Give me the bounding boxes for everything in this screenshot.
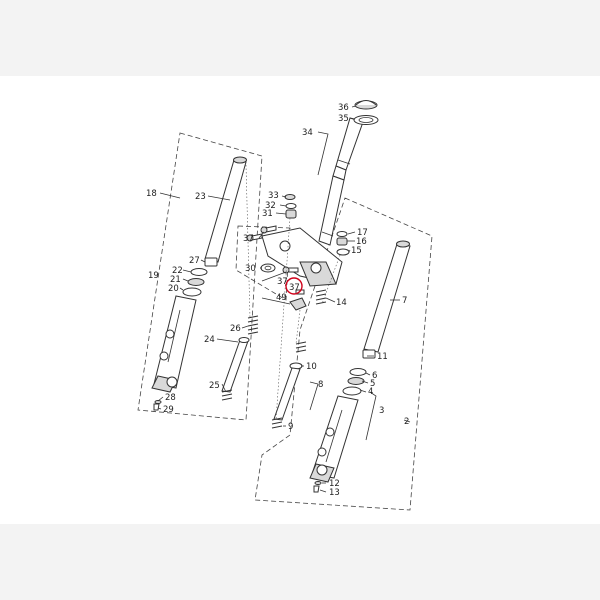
callout-2: 2 xyxy=(404,417,409,427)
callout-36: 36 xyxy=(338,103,349,113)
callout-22: 22 xyxy=(172,266,183,276)
callout-4: 4 xyxy=(368,387,373,397)
stem-bearing xyxy=(353,115,379,125)
callout-20: 20 xyxy=(168,284,179,294)
callout-37-upper: 37 xyxy=(243,234,254,244)
left-fork-group-outline xyxy=(137,132,263,421)
callout-34: 34 xyxy=(302,128,313,138)
callout-9: 9 xyxy=(288,422,293,432)
callout-37-highlighted: 37 xyxy=(289,283,300,293)
callout-18: 18 xyxy=(146,189,157,199)
highlight-circle xyxy=(285,277,303,295)
under-bracket xyxy=(261,227,343,287)
right-drain-bolt xyxy=(313,481,322,493)
callout-29: 29 xyxy=(163,405,174,415)
callout-28: 28 xyxy=(165,393,176,403)
stem-nut xyxy=(354,100,378,110)
right-inner-tube xyxy=(363,240,411,353)
steering-stem xyxy=(318,117,364,246)
callout-16: 16 xyxy=(356,237,367,247)
callout-7: 7 xyxy=(402,296,407,306)
callout-6: 6 xyxy=(372,371,377,381)
assembly-lines xyxy=(245,164,341,421)
left-damper-assembly xyxy=(221,315,259,401)
callout-8: 8 xyxy=(318,380,323,390)
left-inner-small-parts xyxy=(182,257,218,297)
right-damper-assembly xyxy=(271,341,307,429)
leader-lines xyxy=(157,105,411,493)
left-drain-bolt xyxy=(153,400,162,411)
callout-3: 3 xyxy=(379,406,384,416)
callout-13: 13 xyxy=(329,488,340,498)
callout-5: 5 xyxy=(370,379,375,389)
callout-12: 12 xyxy=(329,479,340,489)
left-outer-tube xyxy=(151,295,197,393)
callout-37-middle: 37 xyxy=(277,277,288,287)
callout-labels: 36 35 34 33 32 31 37 30 37 37 49 17 16 1… xyxy=(146,103,409,498)
callout-27: 27 xyxy=(189,256,200,266)
callout-35: 35 xyxy=(338,114,349,124)
callout-19: 19 xyxy=(148,271,159,281)
callout-25: 25 xyxy=(209,381,220,391)
callout-14: 14 xyxy=(336,298,347,308)
bracket-collar xyxy=(260,263,276,273)
right-inner-small-parts xyxy=(342,349,376,396)
callout-17: 17 xyxy=(357,228,368,238)
callout-15: 15 xyxy=(351,246,362,256)
clamp-part xyxy=(289,297,307,311)
callout-31: 31 xyxy=(262,209,273,219)
callout-10: 10 xyxy=(306,362,317,372)
callout-30: 30 xyxy=(245,264,256,274)
left-inner-tube xyxy=(204,156,247,263)
callout-49: 49 xyxy=(276,293,287,303)
callout-11: 11 xyxy=(377,352,388,362)
right-upper-small-parts xyxy=(315,231,350,305)
upper-small-parts xyxy=(284,194,297,219)
callout-33: 33 xyxy=(268,191,279,201)
right-outer-tube xyxy=(309,395,359,483)
callout-21: 21 xyxy=(170,275,181,285)
callout-24: 24 xyxy=(204,335,215,345)
callout-32: 32 xyxy=(265,201,276,211)
callout-26: 26 xyxy=(230,324,241,334)
callout-23: 23 xyxy=(195,192,206,202)
